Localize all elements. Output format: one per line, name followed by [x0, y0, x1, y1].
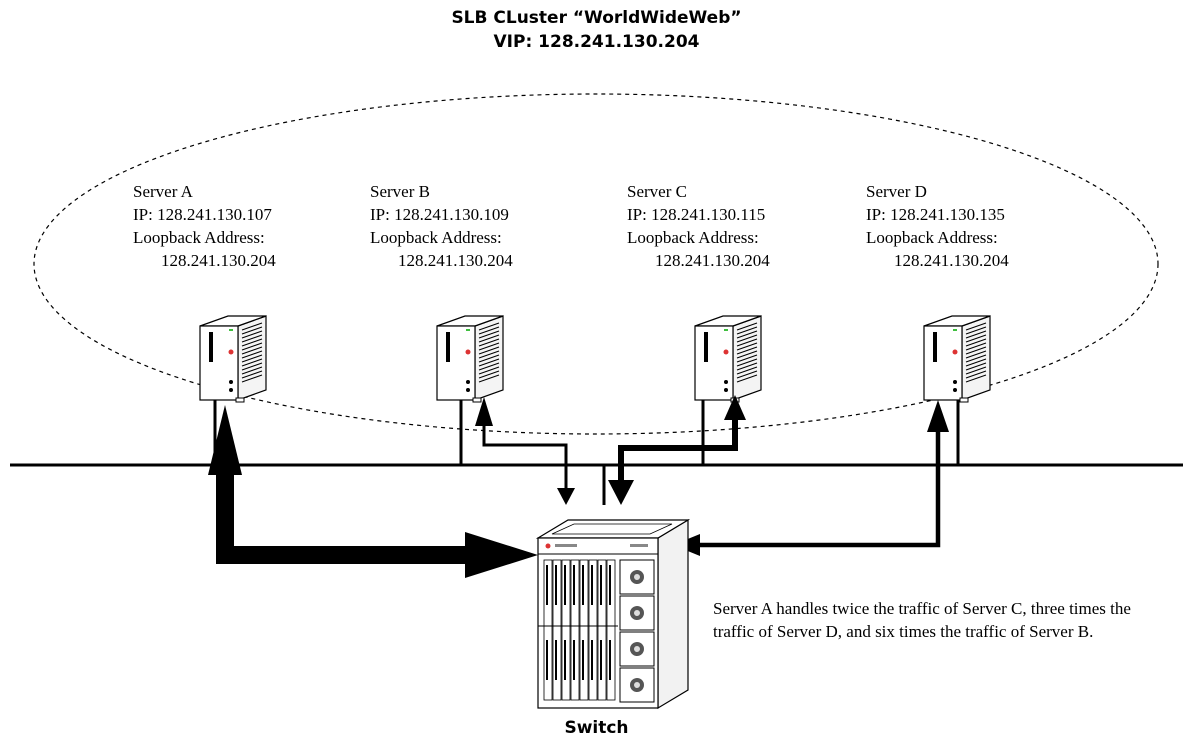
loopback-address: 128.241.130.204 [894, 251, 1009, 270]
loopback-address: 128.241.130.204 [161, 251, 276, 270]
server-ip: IP: 128.241.130.135 [866, 205, 1005, 224]
server-name: Server D [866, 182, 927, 201]
cluster-boundary [33, 93, 1159, 435]
server-d-label: Server D IP: 128.241.130.135 Loopback Ad… [866, 180, 1009, 272]
server-a-label: Server A IP: 128.241.130.107 Loopback Ad… [133, 180, 276, 272]
cluster-vip: VIP: 128.241.130.204 [493, 32, 700, 52]
cluster-title: SLB CLuster “WorldWideWeb” [451, 8, 742, 28]
loopback-label: Loopback Address: [866, 228, 998, 247]
loopback-label: Loopback Address: [370, 228, 502, 247]
loopback-label: Loopback Address: [627, 228, 759, 247]
switch-icon [535, 518, 691, 710]
server-a-icon [199, 315, 267, 403]
server-name: Server A [133, 182, 193, 201]
server-b-icon [436, 315, 504, 403]
loopback-address: 128.241.130.204 [655, 251, 770, 270]
server-c-icon [694, 315, 762, 403]
switch-label: Switch [564, 718, 629, 738]
server-name: Server C [627, 182, 687, 201]
server-ip: IP: 128.241.130.109 [370, 205, 509, 224]
loopback-address: 128.241.130.204 [398, 251, 513, 270]
traffic-note: Server A handles twice the traffic of Se… [713, 599, 1131, 641]
flow-server-a [208, 405, 538, 578]
server-cables [213, 400, 960, 505]
server-b-label: Server B IP: 128.241.130.109 Loopback Ad… [370, 180, 513, 272]
flow-server-d [673, 400, 949, 556]
server-ip: IP: 128.241.130.107 [133, 205, 272, 224]
flow-server-b [475, 397, 575, 505]
server-name: Server B [370, 182, 430, 201]
server-d-icon [923, 315, 991, 403]
server-ip: IP: 128.241.130.115 [627, 205, 766, 224]
flow-server-c [608, 395, 746, 505]
server-c-label: Server C IP: 128.241.130.115 Loopback Ad… [627, 180, 770, 272]
loopback-label: Loopback Address: [133, 228, 265, 247]
